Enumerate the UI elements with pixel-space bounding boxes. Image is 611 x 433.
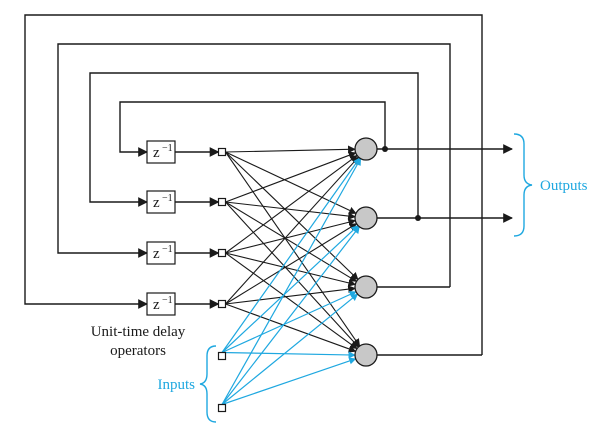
- delay-symbol-1: z: [153, 145, 160, 161]
- connection-d2-n1: [225, 151, 357, 203]
- connection-d4-n3: [225, 285, 356, 305]
- delay-exponent-4: −1: [162, 295, 173, 306]
- delay-node-4: [217, 299, 227, 309]
- connection-d3-n4: [225, 252, 358, 350]
- connection-d4-n1: [225, 156, 360, 305]
- input-connection-i2-n1: [221, 157, 362, 405]
- input-connection-i2-n4: [221, 357, 357, 406]
- input-node-2: [217, 403, 227, 413]
- input-connection-i2-n2: [221, 226, 360, 405]
- input-connection-i1-n3: [221, 291, 357, 354]
- connection-d1-n3: [225, 151, 359, 281]
- connection-d1-n1: [225, 145, 356, 154]
- input-connection-i1-n2: [221, 225, 359, 353]
- connection-d3-n3: [225, 252, 357, 287]
- delay-node-1: [217, 147, 227, 157]
- feedback-loop-2: [89, 72, 419, 218]
- input-node-1: [217, 351, 227, 361]
- neurons: [354, 137, 378, 367]
- output-tap-dot-1: [382, 146, 388, 152]
- feedback-loops: [24, 14, 483, 355]
- input-nodes: [217, 351, 227, 413]
- feedback-loop-4: [24, 14, 483, 355]
- neuron-1: [354, 137, 378, 161]
- delay-units: z−1z−1z−1z−1: [146, 140, 227, 316]
- delay-node-3: [217, 248, 227, 258]
- connection-d4-n4: [225, 303, 357, 353]
- connection-d2-n2: [225, 201, 356, 220]
- input-connection-i1-n4: [221, 351, 356, 359]
- connection-d3-n1: [225, 154, 358, 254]
- delay-symbol-4: z: [153, 297, 160, 313]
- delay-exponent-3: −1: [162, 244, 173, 255]
- recurrent-connections: [225, 145, 361, 353]
- connection-d3-n2: [225, 218, 357, 254]
- output-tap-dot-2: [415, 215, 421, 221]
- output-lines: [377, 144, 513, 356]
- delay-symbol-2: z: [153, 195, 160, 211]
- connection-d1-n4: [225, 151, 361, 347]
- delay-exponent-1: −1: [162, 143, 173, 154]
- delay-caption-line-2: operators: [110, 343, 166, 359]
- outputs-label: Outputs: [540, 178, 588, 194]
- input-connection-i1-n1: [221, 157, 361, 353]
- neuron-3: [354, 275, 378, 299]
- connection-d2-n4: [225, 201, 359, 348]
- outputs-brace: [513, 133, 533, 237]
- connection-d4-n2: [225, 223, 358, 305]
- neuron-4: [354, 343, 378, 367]
- delay-node-2: [217, 197, 227, 207]
- delay-caption-line-1: Unit-time delay: [91, 324, 186, 340]
- connection-d2-n3: [225, 201, 358, 282]
- neuron-2: [354, 206, 378, 230]
- delay-symbol-3: z: [153, 246, 160, 262]
- delay-exponent-2: −1: [162, 193, 173, 204]
- input-connection-i2-n3: [221, 293, 359, 405]
- inputs-label: Inputs: [158, 377, 196, 393]
- feedback-loop-1: [119, 101, 386, 157]
- feedback-loop-3: [57, 43, 451, 287]
- input-connections: [221, 157, 362, 406]
- connection-d1-n2: [225, 151, 357, 214]
- inputs-brace: [199, 345, 217, 423]
